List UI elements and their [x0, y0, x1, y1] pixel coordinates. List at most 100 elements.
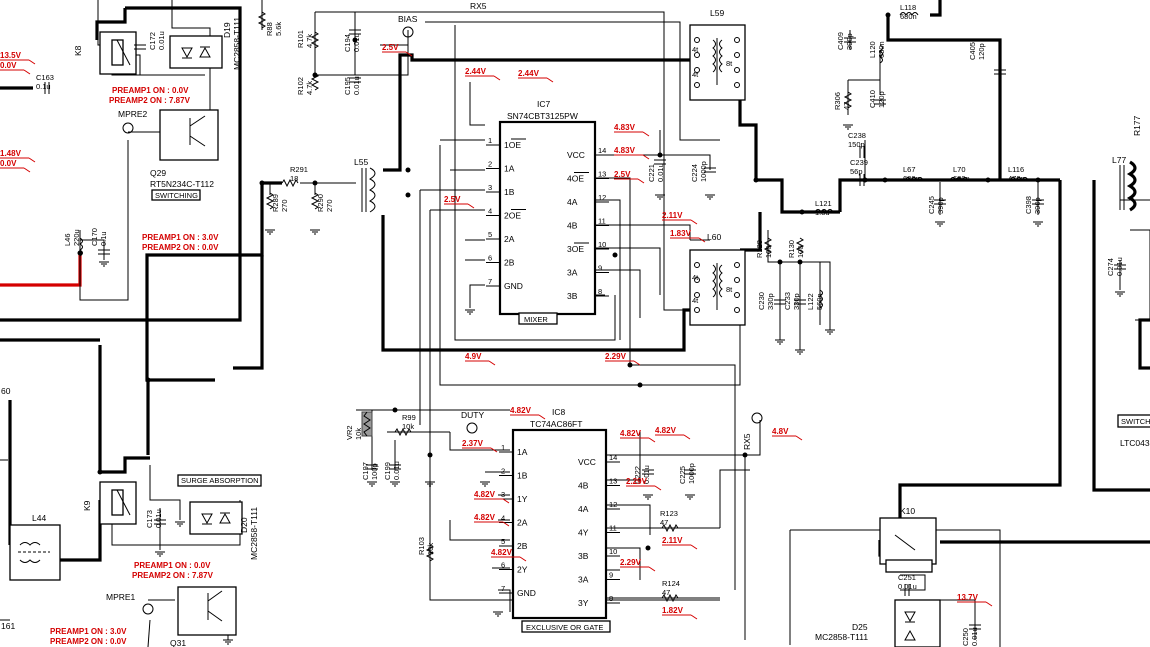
c225-label: C2251000p [678, 463, 696, 484]
d19-part: MC2858-T111 [232, 17, 242, 70]
voltage-label: 4.82V [655, 426, 677, 435]
pin-name: 1OE [504, 140, 521, 150]
ic7-ref: IC7 [537, 99, 551, 109]
transistor-q31: Q31 [170, 586, 237, 647]
r128-label: R128100 [755, 240, 773, 258]
r101-label: R1014.7k [296, 30, 314, 48]
pin-name: 1A [517, 447, 528, 457]
c195-label: C1950.01u [343, 76, 361, 95]
voltage-label: 4.82V [474, 513, 496, 522]
preamp-condition: PREAMP1 ON : 3.0V [50, 627, 127, 636]
rx5-testpoint [751, 412, 763, 424]
q29-part: RT5N234C-T112 [150, 179, 214, 189]
pin-number: 8 [609, 594, 613, 603]
ic7-body [498, 120, 597, 316]
diode-d19: D19 MC2858-T111 [169, 17, 242, 70]
switch-right-label: SWITCH [1121, 417, 1150, 426]
l46-label: L46220u [63, 229, 81, 246]
pin-number: 9 [609, 571, 613, 580]
pin-number: 12 [609, 500, 617, 509]
c405-label: C405120p [968, 42, 986, 60]
l44-label: L44 [32, 513, 46, 523]
transformer-l60: L60 4t 4t 8t [689, 232, 746, 326]
pin-name: 4OE [567, 174, 584, 184]
pin-name: 2A [517, 518, 528, 528]
r88-label: R885.6k [265, 22, 283, 36]
preamp-condition: PREAMP2 ON : 0.0V [142, 243, 219, 252]
preamp-condition: PREAMP2 ON : 7.87V [109, 96, 191, 105]
d25-part: MC2858-T111 [815, 632, 868, 642]
pin-name: 4Y [578, 528, 589, 538]
c197-label: C197100p [361, 462, 379, 480]
voltage-label: 1.82V [662, 606, 684, 615]
pin-name: 3A [578, 575, 589, 585]
duty-label: DUTY [461, 410, 484, 420]
pin-name: 3OE [567, 244, 584, 254]
l77-label: L77 [1112, 155, 1126, 165]
pin-number: 2 [488, 160, 492, 169]
pin-name: 2B [504, 258, 515, 268]
preamp-condition: PREAMP1 ON : 0.0V [134, 561, 211, 570]
voltage-label: 4.9V [465, 352, 482, 361]
pin-name: VCC [567, 150, 585, 160]
diode-d25: D25 MC2858-T111 [815, 599, 941, 647]
ic7-function: MIXER [524, 315, 548, 324]
surge-absorption-label: SURGE ABSORPTION [181, 476, 259, 485]
pin-number: 9 [598, 264, 602, 273]
q29-label: Q29 [150, 168, 166, 178]
preamp-condition: PREAMP2 ON : 0.0V [50, 637, 127, 646]
voltage-label: 4.82V [510, 406, 532, 415]
pin-number: 7 [501, 584, 505, 593]
c221-label: C2210.01u [647, 163, 665, 182]
k9-label: K9 [82, 500, 92, 511]
pin-number: 1 [501, 443, 505, 452]
voltage-label: 1.83V [670, 229, 692, 238]
c224-label: C2241000p [690, 161, 708, 182]
d20-part: MC2858-T111 [249, 507, 259, 560]
r103-label: R10310k [417, 537, 435, 555]
pin-name: 3Y [578, 598, 589, 608]
k10-label: K10 [900, 506, 915, 516]
l122-label: L122560n [806, 293, 824, 310]
pin-name: 4A [567, 197, 578, 207]
pin-number: 2 [501, 467, 505, 476]
edge-label-60: 60 [1, 386, 11, 396]
pin-number: 8 [598, 287, 602, 296]
pin-name: 2OE [504, 211, 521, 221]
winding-label: 4t [692, 45, 699, 54]
c199-label: C1990.01u [383, 461, 401, 480]
voltage-label: 2.5V [444, 195, 461, 204]
l59-label: L59 [710, 8, 724, 18]
voltage-label: 2.29V [626, 477, 648, 486]
voltage-label: 2.37V [462, 439, 484, 448]
r289-label: R289270 [271, 194, 289, 212]
pin-name: 2B [517, 541, 528, 551]
c172-label: C1720.01u [148, 31, 166, 50]
ic8-function: EXCLUSIVE OR GATE [526, 623, 603, 632]
q31-label: Q31 [170, 638, 186, 647]
pin-number: 11 [598, 217, 606, 226]
pin-name: GND [517, 588, 536, 598]
winding-label: 4t [692, 70, 699, 79]
voltage-label: 2.29V [605, 352, 627, 361]
voltage-label: 2.44V [518, 69, 540, 78]
c233-label: C233330p [783, 292, 801, 310]
preamp-condition: PREAMP2 ON : 7.87V [132, 571, 214, 580]
pin-name: 2Y [517, 565, 528, 575]
pin-number: 6 [488, 254, 492, 263]
mpre2-label: MPRE2 [118, 109, 148, 119]
l55-label: L55 [354, 157, 368, 167]
relay-k8: K8 [73, 31, 137, 75]
r102-label: R1024.7k [296, 77, 314, 95]
pin-name: 4B [578, 481, 589, 491]
